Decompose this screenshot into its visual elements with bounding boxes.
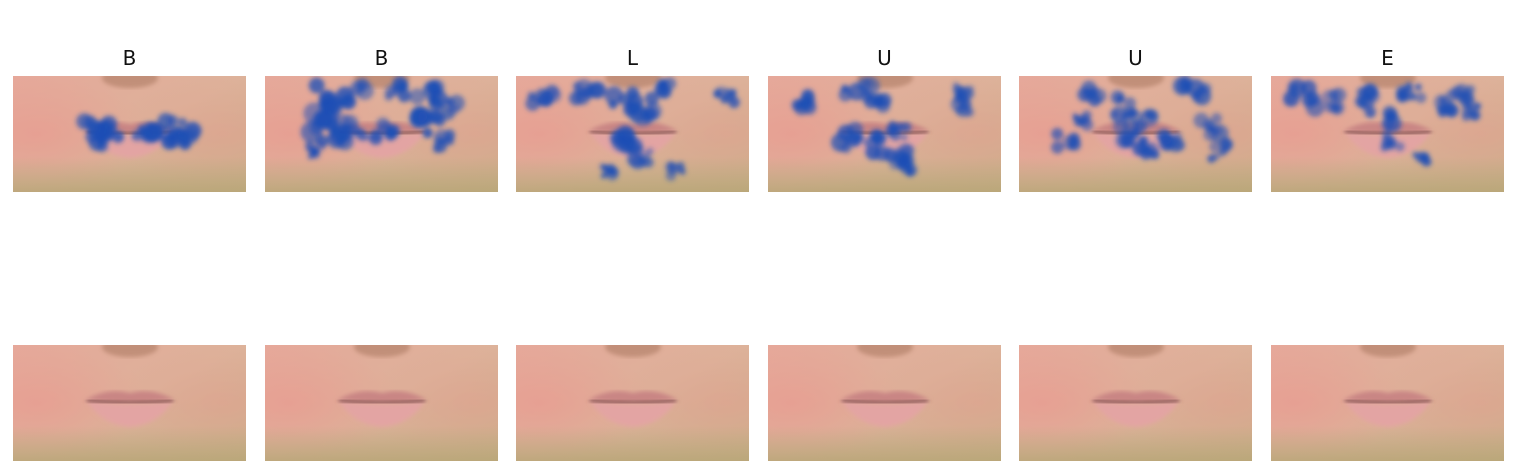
saliency-overlay-image [265, 76, 498, 192]
frame-label: L [626, 46, 639, 70]
saliency-overlay-image [768, 76, 1001, 192]
frame-label: U [1128, 46, 1143, 70]
original-mouth-image [768, 345, 1001, 461]
original-mouth-image [1019, 345, 1252, 461]
saliency-overlay-image [516, 76, 749, 192]
original-mouth-image [265, 345, 498, 461]
original-mouth-image [1271, 345, 1504, 461]
frame-label: B [122, 46, 137, 70]
saliency-overlay-image [1271, 76, 1504, 192]
original-mouth-image [13, 345, 246, 461]
frame-label: U [877, 46, 892, 70]
saliency-overlay-image [13, 76, 246, 192]
frame-label: E [1381, 46, 1394, 70]
saliency-overlay-image [1019, 76, 1252, 192]
frame-label: B [374, 46, 389, 70]
original-mouth-image [516, 345, 749, 461]
